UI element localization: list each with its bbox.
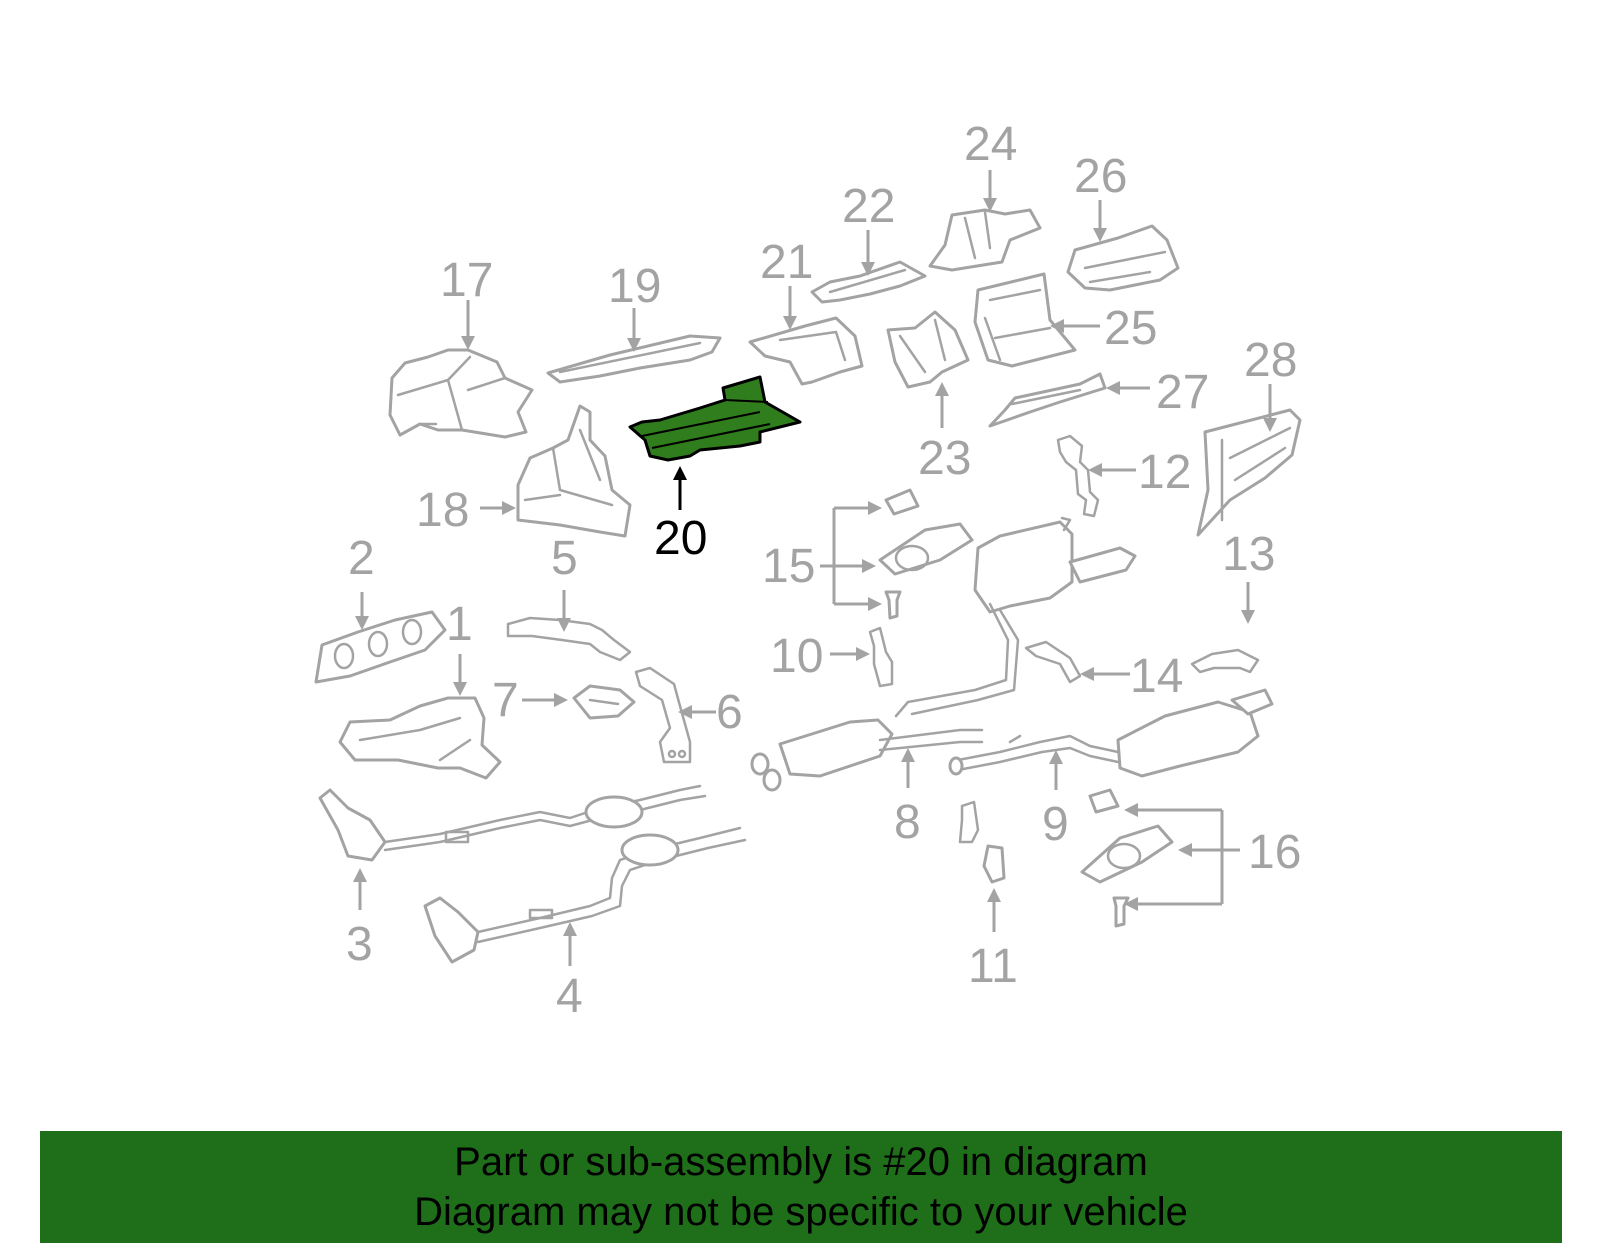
- part-17-heat-shield[interactable]: [388, 348, 534, 439]
- callout-labels: 1 2 3 4 5 6 7 8 9 10 11 12 13 14 15 16 1…: [346, 118, 1301, 1023]
- part-23-heat-shield[interactable]: [886, 310, 970, 389]
- callout-2: 2: [348, 532, 375, 585]
- part-6-bracket[interactable]: [634, 666, 692, 764]
- part-5-bracket[interactable]: [506, 616, 632, 662]
- part-24-heat-shield[interactable]: [928, 208, 1042, 272]
- callout-23: 23: [918, 432, 971, 485]
- callout-15: 15: [762, 540, 815, 593]
- banner-line-1: Part or sub-assembly is #20 in diagram: [454, 1140, 1148, 1184]
- info-banner: Part or sub-assembly is #20 in diagram D…: [40, 1131, 1562, 1243]
- part-16-exhaust-tip-set[interactable]: [1080, 788, 1174, 928]
- part-10-hanger[interactable]: [868, 626, 894, 688]
- part-3-catalytic-converter-pipe[interactable]: [318, 784, 707, 862]
- part-20-heat-shield-highlighted[interactable]: [628, 375, 802, 462]
- muffler-assembly[interactable]: [894, 516, 1137, 718]
- part-15-exhaust-tip-set[interactable]: [878, 488, 974, 620]
- banner-line-2: Diagram may not be specific to your vehi…: [414, 1190, 1188, 1234]
- part-21-heat-shield[interactable]: [748, 316, 864, 386]
- callout-4: 4: [556, 970, 583, 1023]
- callout-9: 9: [1042, 798, 1069, 851]
- part-7-bracket[interactable]: [572, 684, 636, 720]
- callout-14: 14: [1130, 650, 1183, 703]
- callout-17: 17: [440, 254, 493, 307]
- callout-13: 13: [1222, 528, 1275, 581]
- part-14-hanger[interactable]: [1024, 640, 1082, 684]
- callout-28: 28: [1244, 334, 1297, 387]
- callout-5: 5: [551, 532, 578, 585]
- part-8-center-pipe[interactable]: [750, 718, 984, 792]
- callout-26: 26: [1074, 150, 1127, 203]
- part-13-hanger[interactable]: [1190, 648, 1260, 674]
- leader-lines: [353, 170, 1277, 966]
- callout-18: 18: [416, 484, 469, 537]
- callout-3: 3: [346, 918, 373, 971]
- callout-20-highlighted: 20: [654, 512, 707, 565]
- callout-22: 22: [842, 180, 895, 233]
- callout-24: 24: [964, 118, 1017, 171]
- part-19-heat-shield[interactable]: [546, 334, 722, 384]
- part-11-bracket[interactable]: [958, 800, 1006, 884]
- callout-6: 6: [716, 686, 743, 739]
- callout-16: 16: [1248, 826, 1301, 879]
- part-27-heat-shield[interactable]: [988, 372, 1107, 428]
- callout-21: 21: [760, 236, 813, 289]
- callout-8: 8: [894, 796, 921, 849]
- callout-7: 7: [492, 674, 519, 727]
- part-28-heat-shield[interactable]: [1196, 408, 1302, 537]
- callout-10: 10: [770, 630, 823, 683]
- part-18-heat-shield[interactable]: [516, 404, 632, 538]
- callout-12: 12: [1138, 446, 1191, 499]
- part-25-heat-shield[interactable]: [973, 272, 1077, 368]
- callout-27: 27: [1156, 366, 1209, 419]
- part-4-catalytic-converter-pipe[interactable]: [423, 826, 747, 964]
- part-9-rear-pipe-muffler[interactable]: [948, 688, 1274, 778]
- part-26-heat-shield[interactable]: [1066, 224, 1180, 292]
- callout-25: 25: [1104, 302, 1157, 355]
- callout-1: 1: [446, 598, 473, 651]
- part-2-gasket[interactable]: [314, 610, 447, 684]
- part-1-exhaust-manifold[interactable]: [338, 696, 502, 780]
- callout-11: 11: [968, 940, 1018, 993]
- part-22-heat-shield[interactable]: [810, 260, 927, 304]
- callout-19: 19: [608, 260, 661, 313]
- part-12-bracket[interactable]: [1056, 434, 1100, 518]
